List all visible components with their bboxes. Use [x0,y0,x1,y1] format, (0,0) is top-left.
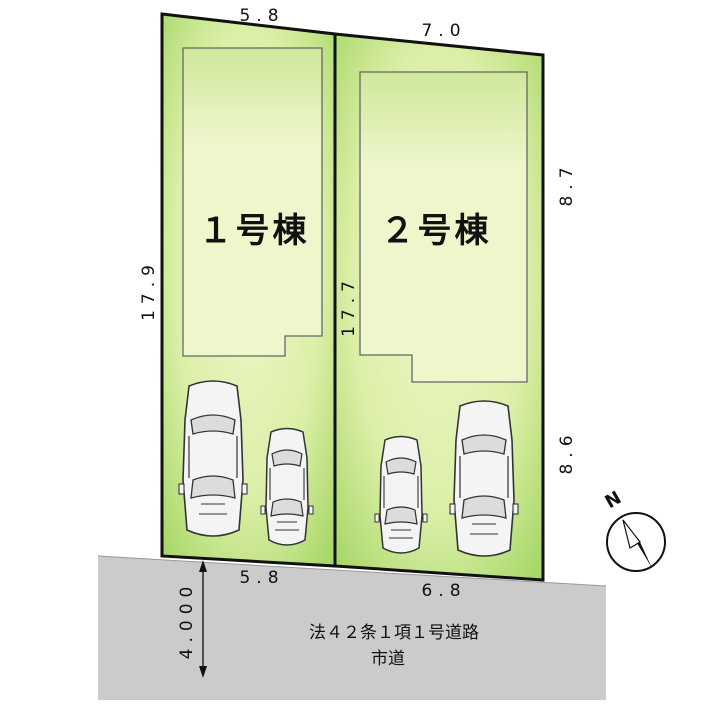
north-label: N [601,487,625,513]
dim-lot1-left: 17.9 [139,259,159,321]
dim-lot2-bottom: 6.8 [421,581,466,601]
dim-lot1-top: 5.8 [239,6,284,26]
lot-1-label: １号棟 [199,211,310,251]
car-lot1-small [260,427,314,546]
road-edge [97,555,607,587]
car-lot2-large [449,400,519,557]
lot-2-label: ２号棟 [381,211,492,251]
road-label-line2: 市道 [371,649,405,669]
car-lot2-small [374,435,428,554]
dim-lot2-right-lower: 8.6 [557,429,577,474]
building-2-footprint [359,71,528,383]
road-area [98,556,606,700]
north-compass: N [601,487,666,572]
road-width-arrow [199,560,207,678]
dim-lot2-top: 7.0 [421,21,466,41]
road-label-line1: 法４２条１項１号道路 [309,623,479,643]
dim-lot1-bottom: 5.8 [239,568,284,588]
dim-lot2-right-upper: 8.7 [557,161,577,206]
dim-road-width: 4.000 [177,581,197,660]
car-lot1-large [178,380,248,537]
dim-middle: 17.7 [339,275,359,337]
building-1-footprint [182,47,323,357]
